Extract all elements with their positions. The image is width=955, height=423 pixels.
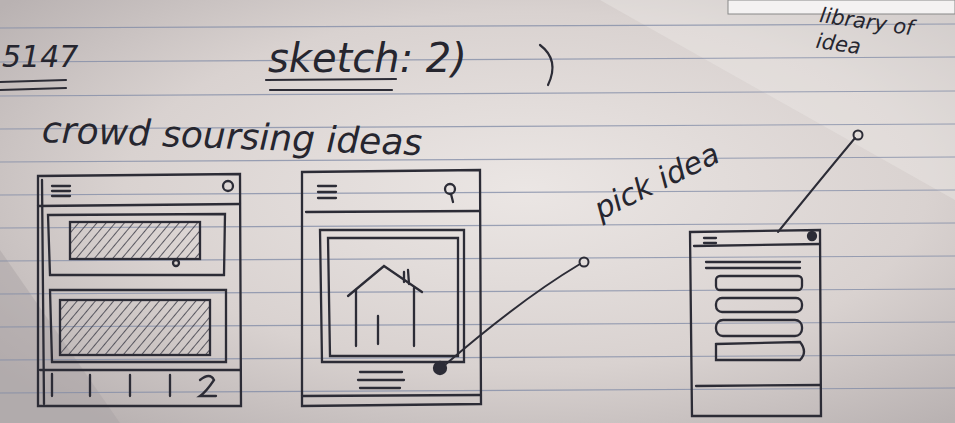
ruled-lines [0,24,955,393]
phone-sketch-list-part [52,374,170,396]
leader-line-part [854,131,863,140]
leader-line-part [778,138,855,232]
phone-sketch-detail [302,170,481,406]
phone-sketch-list-part [223,181,233,191]
phone-sketch-detail-part [302,395,480,396]
ruled-lines-part [0,57,955,62]
phone-sketch-detail-part [302,170,481,406]
phone-sketch-list-part [52,186,70,196]
phone-sketch-list-part [200,376,216,396]
sketch-title: sketch: 2) [268,38,467,78]
phone-sketch-library-part [716,276,802,290]
phone-sketch-detail-part [328,238,458,356]
ruled-lines-part [0,24,955,28]
phone-sketch-list [38,174,241,406]
phone-sketch-detail-part [434,362,446,374]
leader-line-part [446,264,580,364]
phone-sketch-detail-part [348,266,422,296]
phone-sketch-library-part [808,232,816,240]
annotation: library of idea [814,2,930,69]
phone-sketch-list-part [173,260,179,266]
phone-sketch-list-part [70,222,200,259]
ink-marks-part [540,45,553,85]
ink-marks-part [0,80,66,90]
phone-sketch-library-part [696,385,820,386]
phone-sketch-library-part [706,262,800,268]
phone-sketch-library-part [716,320,802,336]
phone-sketch-detail-part [356,288,414,346]
phone-sketch-detail-part [445,184,455,194]
phone-sketch-list-part [38,174,241,406]
phone-sketch-library [690,230,821,416]
phone-sketch-detail-part [320,230,464,362]
phone-sketch-list-part [38,204,240,206]
phone-sketch-library-part [716,342,804,360]
phone-sketch-list-part [48,214,225,275]
heading-note: crowd soursing ideas [41,112,422,161]
leader-line-part [580,258,589,267]
page-number: 5147 [2,42,78,72]
ruled-lines-part [0,388,955,393]
ruled-lines-part [0,91,955,96]
phone-sketch-detail-part [451,194,453,202]
ink-marks-part [266,79,396,90]
phone-sketch-list-part [60,300,210,355]
phone-sketch-detail-part [377,316,379,344]
phone-sketch-detail-part [318,186,336,198]
phone-sketch-list-part [40,369,240,371]
phone-sketch-library-part [694,244,820,246]
leader-line [446,131,863,365]
phone-sketch-detail-part [358,372,404,388]
phone-sketch-library-part [716,298,802,312]
phone-sketch-list-part [50,290,226,362]
phone-sketch-library-part [690,230,821,416]
ruled-lines-part [0,157,955,162]
phone-sketch-detail-part [306,211,480,212]
phone-sketch-detail-part [404,270,409,284]
annotation: pick idea [589,138,723,224]
phone-sketch-library-part [704,238,716,243]
